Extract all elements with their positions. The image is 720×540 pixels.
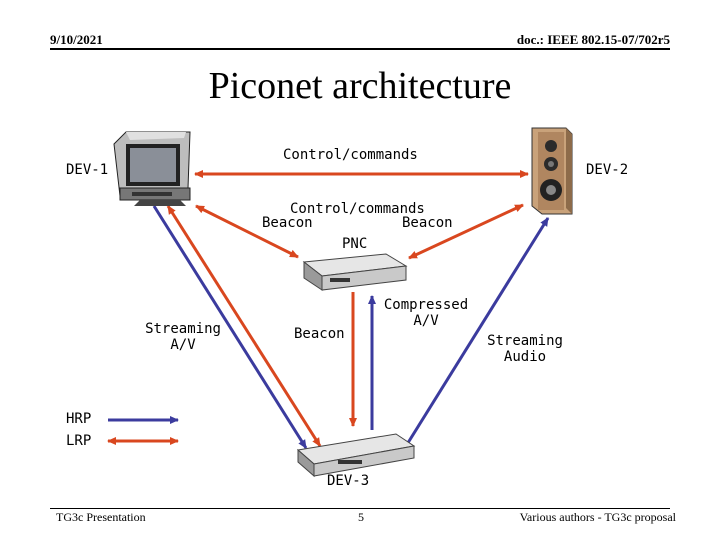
footer-left: TG3c Presentation xyxy=(56,510,146,524)
link-dev2-pnc xyxy=(408,203,524,260)
streaming-audio-label: Streaming Audio xyxy=(480,333,570,365)
link-dev2-dev3-hrp xyxy=(404,217,550,447)
streaming-av-label: Streaming A/V xyxy=(138,321,228,353)
dev1-label: DEV-1 xyxy=(66,162,109,178)
compressed-av-label: Compressed A/V xyxy=(376,297,476,329)
compressed-av-line1: Compressed xyxy=(383,297,469,313)
streaming-audio-line1: Streaming xyxy=(487,333,563,349)
control-commands-mid-label: Control/commands xyxy=(290,201,425,217)
streaming-av-line2: A/V xyxy=(170,337,196,353)
beacon-right-label: Beacon xyxy=(402,215,453,231)
footer-right: Various authors - TG3c proposal xyxy=(519,510,676,524)
beacon-center-label: Beacon xyxy=(294,326,345,342)
footer-rule xyxy=(50,508,670,509)
page-title: Piconet architecture xyxy=(208,65,512,107)
compressed-av-line2: A/V xyxy=(413,313,439,329)
pnc-label: PNC xyxy=(342,236,368,252)
streaming-av-line1: Streaming xyxy=(145,321,221,337)
header-doc-id: doc.: IEEE 802.15-07/702r5 xyxy=(516,32,670,47)
legend-lrp-label: LRP xyxy=(66,433,92,449)
control-commands-top-label: Control/commands xyxy=(283,147,418,163)
legend-hrp-label: HRP xyxy=(66,411,92,427)
dev3-label: DEV-3 xyxy=(327,473,370,489)
dev2-label: DEV-2 xyxy=(586,162,629,178)
beacon-left-label: Beacon xyxy=(262,215,313,231)
header-date: 9/10/2021 xyxy=(50,32,103,47)
header-rule xyxy=(50,48,670,50)
page-number: 5 xyxy=(358,510,364,524)
link-dev1-dev3-lrp xyxy=(166,205,322,447)
streaming-audio-line2: Audio xyxy=(503,349,547,365)
